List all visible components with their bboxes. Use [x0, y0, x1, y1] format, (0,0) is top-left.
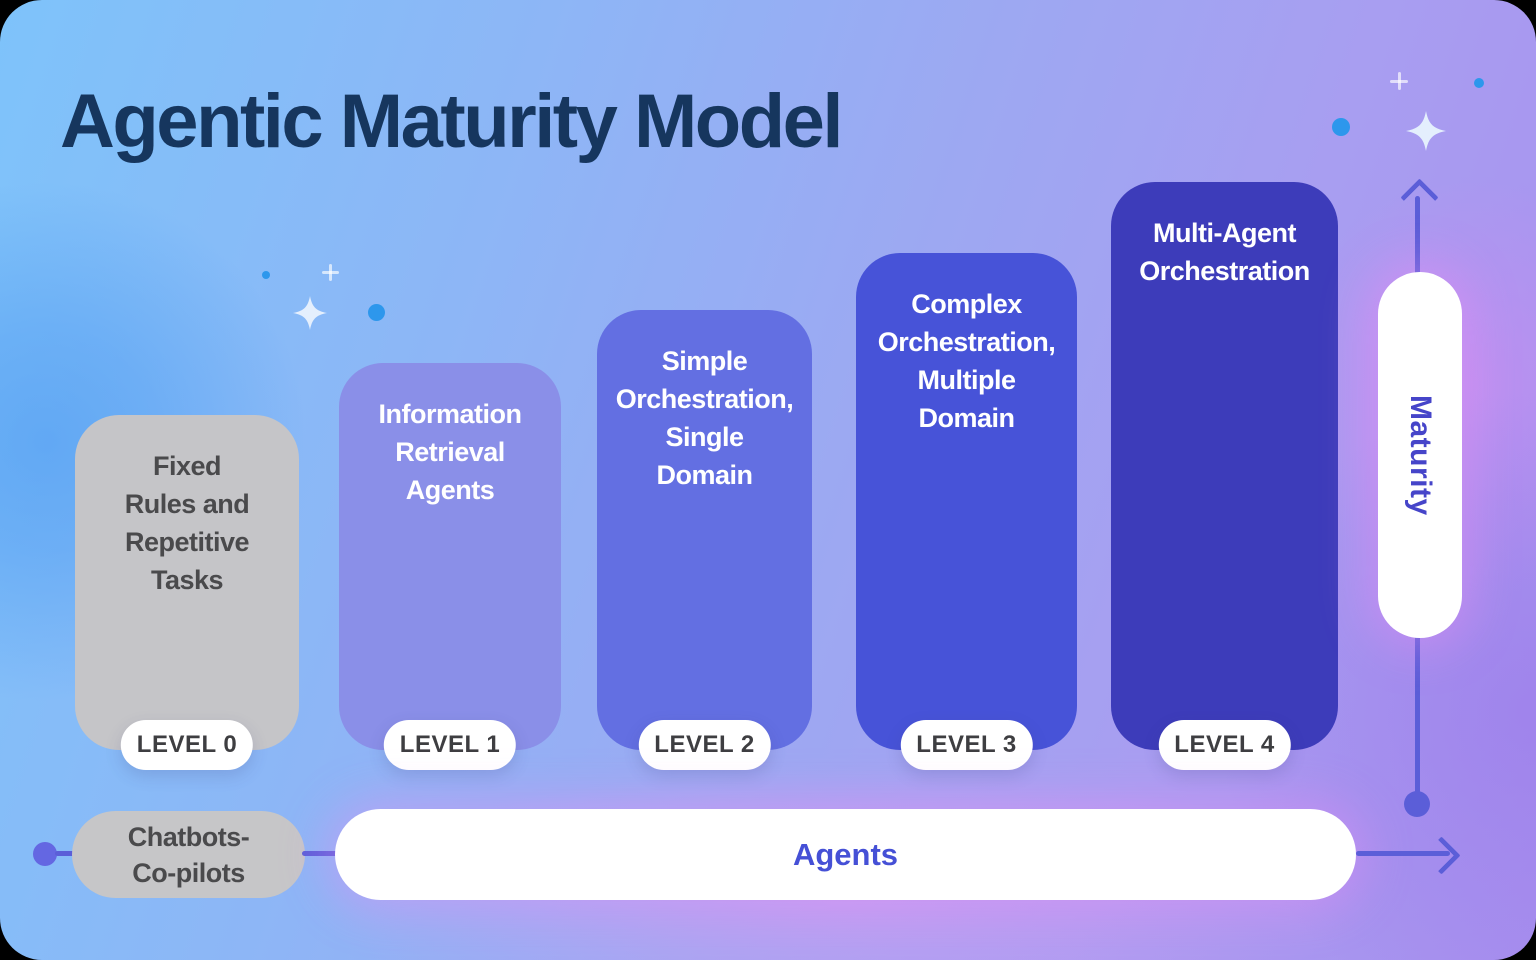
bar-label: Simple Orchestration, Single Domain — [615, 346, 794, 490]
decor-plus-icon — [322, 264, 339, 281]
level-badge-1: LEVEL 1 — [383, 720, 517, 770]
bar-label: Fixed Rules and Repetitive Tasks — [124, 451, 250, 595]
maturity-bar-level-1: Information Retrieval Agents LEVEL 1 — [339, 363, 561, 770]
agents-axis-line — [55, 851, 79, 856]
agents-axis-pill: Agents — [335, 809, 1356, 900]
decor-sparkle-icon — [293, 296, 327, 330]
maturity-axis-label: Maturity — [1404, 394, 1437, 516]
maturity-axis-origin-dot — [1404, 791, 1430, 817]
agents-axis-line — [302, 851, 338, 856]
maturity-bar-level-3: Complex Orchestration, Multiple Domain L… — [856, 253, 1077, 770]
maturity-bar-level-4: Multi-Agent Orchestration LEVEL 4 — [1111, 182, 1338, 770]
level-badge-2: LEVEL 2 — [638, 720, 771, 770]
arrow-up-icon — [1400, 178, 1439, 217]
page-title: Agentic Maturity Model — [60, 79, 844, 164]
decor-plus-icon — [1390, 72, 1408, 90]
decor-dot-icon — [1332, 118, 1350, 136]
maturity-bar-level-2: Simple Orchestration, Single Domain LEVE… — [597, 310, 812, 770]
level-badge-3: LEVEL 3 — [900, 720, 1033, 770]
agents-axis-line — [1356, 851, 1450, 856]
bar-label: Multi-Agent Orchestration — [1139, 218, 1310, 286]
decor-dot-icon — [368, 304, 385, 321]
level-badge-0: LEVEL 0 — [120, 720, 254, 770]
decor-dot-icon — [1474, 78, 1484, 88]
chatbots-copilots-pill: Chatbots- Co-pilots — [72, 811, 305, 898]
decor-sparkle-icon — [1406, 111, 1446, 151]
level-badge-4: LEVEL 4 — [1158, 720, 1291, 770]
arrow-right-icon — [1422, 836, 1461, 875]
agents-axis-label: Agents — [792, 836, 899, 872]
bar-label: Information Retrieval Agents — [378, 399, 523, 505]
decor-dot-icon — [262, 271, 270, 279]
bar-label: Complex Orchestration, Multiple Domain — [877, 289, 1056, 433]
agents-axis-origin-dot — [33, 842, 57, 866]
maturity-bar-level-0: Fixed Rules and Repetitive Tasks LEVEL 0 — [75, 415, 299, 770]
maturity-axis-pill: Maturity — [1378, 272, 1462, 638]
